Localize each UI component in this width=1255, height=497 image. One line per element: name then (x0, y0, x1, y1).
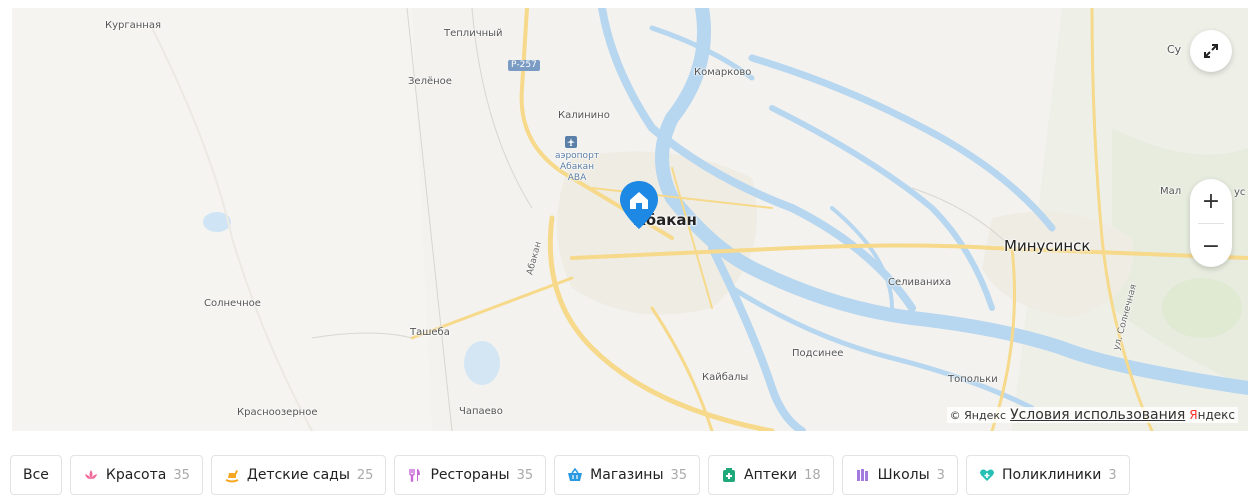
basket-icon (567, 467, 583, 483)
airport-icon (565, 136, 577, 148)
zoom-divider (1198, 223, 1224, 224)
filter-count: 18 (804, 467, 821, 483)
zoom-control: + − (1190, 179, 1232, 267)
zoom-in-button[interactable]: + (1201, 188, 1221, 214)
category-filter-bar: Все Красота 35 Детские сады 25 Рестораны… (10, 455, 1130, 497)
place-kalinino: Калинино (558, 110, 610, 121)
place-topolki: Топольки (948, 374, 998, 385)
filter-label: Поликлиники (1001, 467, 1102, 483)
lotus-icon (83, 467, 99, 483)
home-location-pin[interactable] (617, 179, 661, 231)
place-teplichny: Тепличный (444, 28, 503, 39)
pharmacy-icon (721, 467, 737, 483)
books-icon (855, 467, 871, 483)
filter-chip-clinics[interactable]: Поликлиники 3 (965, 455, 1130, 495)
filter-label: Школы (877, 467, 930, 483)
map-view[interactable]: Курганная Тепличный Р-257 Зелёное Комарк… (12, 8, 1248, 431)
filter-count: 3 (1108, 467, 1117, 483)
filter-label: Детские сады (246, 467, 350, 483)
filter-label: Рестораны (430, 467, 510, 483)
filter-count: 35 (173, 467, 190, 483)
place-krasnoozernoe: Красноозерное (237, 407, 318, 418)
filter-chip-pharmacies[interactable]: Аптеки 18 (708, 455, 834, 495)
filter-count: 35 (516, 467, 534, 483)
fullscreen-button[interactable] (1190, 30, 1232, 72)
filter-label: Все (23, 467, 49, 483)
place-kurgannaya: Курганная (105, 20, 161, 31)
fork-knife-icon (407, 467, 423, 483)
terms-of-use-link[interactable]: Условия использования (1010, 407, 1186, 423)
heart-icon (979, 467, 995, 483)
place-partial-us: ус (1234, 187, 1246, 198)
filter-count: 25 (356, 467, 374, 483)
filter-chip-shops[interactable]: Магазины 35 (554, 455, 701, 495)
filter-chip-schools[interactable]: Школы 3 (841, 455, 958, 495)
filter-label: Красота (105, 467, 167, 483)
rocking-horse-icon (224, 467, 240, 483)
airport-label: аэропорт Абакан ABA (555, 151, 600, 183)
yandex-logo[interactable]: Яндекс (1189, 408, 1235, 422)
home-pin-icon (620, 181, 658, 229)
place-selivanikha: Селиваниха (888, 277, 952, 288)
filter-count: 3 (936, 467, 945, 483)
place-zelenoe: Зелёное (408, 76, 452, 87)
place-minusinsk: Минусинск (1004, 237, 1091, 255)
place-partial-su: Су (1167, 43, 1182, 56)
zoom-out-button[interactable]: − (1201, 233, 1221, 259)
place-komarkovo: Комарково (694, 67, 752, 78)
place-solnechnoe: Солнечное (204, 298, 261, 309)
place-kaibaly: Кайбалы (702, 372, 749, 383)
expand-icon (1204, 44, 1218, 58)
copyright-text: © Яндекс (949, 409, 1007, 422)
filter-chip-kindergartens[interactable]: Детские сады 25 (210, 455, 387, 495)
filter-chip-all[interactable]: Все (10, 455, 62, 495)
map-base-layer (12, 8, 1248, 431)
filter-label: Аптеки (744, 467, 798, 483)
place-podsinee: Подсинее (792, 348, 844, 359)
filter-label: Магазины (590, 467, 664, 483)
filter-chip-restaurants[interactable]: Рестораны 35 (394, 455, 547, 495)
place-chapaevo: Чапаево (459, 406, 503, 417)
map-copyright: © Яндекс Условия использования Яндекс (946, 407, 1238, 423)
filter-count: 35 (670, 467, 688, 483)
road-shield-p257: Р-257 (508, 60, 540, 71)
place-partial-mal: Мал (1160, 186, 1182, 197)
place-tasheba: Ташеба (410, 327, 450, 338)
filter-chip-beauty[interactable]: Красота 35 (69, 455, 203, 495)
